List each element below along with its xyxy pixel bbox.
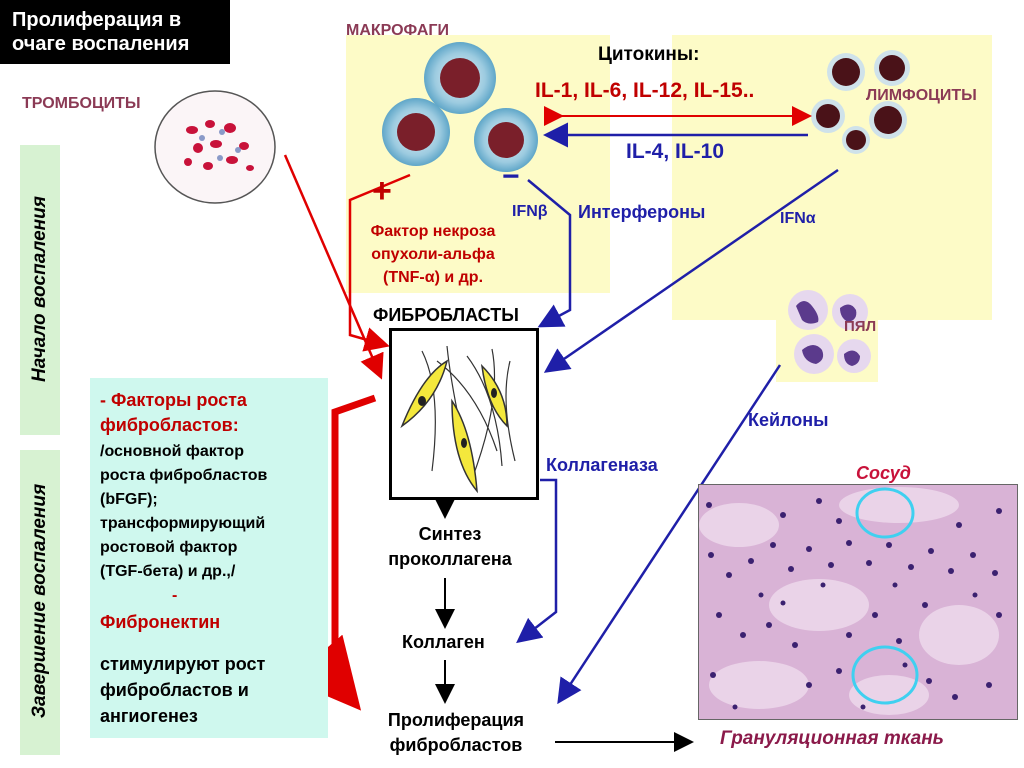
il-bottom-label: IL-4, IL-10: [626, 140, 725, 163]
growth-line-3: /основной фактор: [100, 443, 244, 460]
collagenase-arrow: [516, 478, 558, 644]
ifnb-label: IFNβ: [512, 203, 548, 220]
tnf-line-3: (TNF-α) и др.: [382, 269, 484, 286]
il-top-label: IL-1, IL-6, IL-12, IL-15..: [535, 79, 755, 102]
fibroblasts-box: [389, 328, 539, 500]
growth-line-13: ангиогенез: [100, 706, 198, 726]
pmn-label: ПЯЛ: [844, 318, 877, 335]
prolif-line-1: Пролиферация: [387, 710, 525, 730]
slide-title: Пролиферация в очаге воспаления: [0, 0, 230, 64]
ifna-label: IFNα: [780, 210, 816, 227]
collagenase-label: Коллагеназа: [546, 455, 658, 475]
ifnb-arrow: [527, 179, 572, 328]
minus-sign: −: [502, 160, 520, 193]
tnf-line-1: Фактор некроза: [370, 223, 496, 240]
end-sidebar: [20, 450, 60, 755]
vessel-circle-bottom: [851, 645, 919, 705]
macrophages-label: МАКРОФАГИ: [346, 22, 449, 39]
keylons-label: Кейлоны: [748, 410, 829, 430]
growth-line-4: роста фибробластов: [100, 467, 268, 484]
start-sidebar: [20, 145, 60, 435]
granulation-tissue-label: Грануляционная ткань: [720, 728, 944, 749]
title-line-2: очаге воспаления: [12, 33, 190, 55]
platelets-label: ТРОМБОЦИТЫ: [22, 95, 141, 112]
growth-line-1: - Факторы роста: [100, 390, 247, 410]
lymphocytes-image: [811, 50, 910, 154]
platelets-image: [154, 90, 276, 204]
cytokines-title: Цитокины:: [598, 44, 700, 65]
tissue-micrograph: [699, 485, 1017, 719]
growth-line-11: стимулируют рост: [100, 654, 266, 674]
growth-line-7: ростовой фактор: [100, 539, 238, 556]
growth-line-12: фибробластов и: [100, 680, 249, 700]
growth-factors-box: - Факторы роста фибробластов: /основной …: [90, 378, 328, 738]
tnf-line-2: опухоли-альфа: [371, 246, 495, 263]
tnf-label: Фактор некроза опухоли-альфа (TNF-α) и д…: [358, 220, 508, 289]
growth-line-5: (bFGF);: [100, 491, 158, 508]
ifna-arrow: [543, 168, 839, 373]
prolif-line-2: фибробластов: [389, 735, 523, 755]
lymphocytes-label: ЛИМФОЦИТЫ: [866, 87, 977, 104]
fibronectin-label: Фибронектин: [100, 612, 221, 632]
title-line-1: Пролиферация в: [12, 9, 182, 31]
fibroblast-proliferation-label: Пролиферация фибробластов: [356, 708, 556, 758]
growth-line-8: (TGF-бета) и др.,/: [100, 563, 236, 580]
synth-line-2: проколлагена: [388, 549, 512, 569]
plus-sign: +: [372, 172, 392, 210]
granulation-tissue-image: [698, 484, 1018, 720]
collagen-label: Коллаген: [402, 632, 485, 652]
growth-line-9: -: [172, 587, 178, 604]
fibroblasts-title: ФИБРОБЛАСТЫ: [373, 305, 519, 325]
tnf-arrow: [348, 173, 411, 352]
growth-red-arrow: [289, 394, 377, 711]
vessel-label: Сосуд: [856, 463, 911, 483]
macrophages-image: [382, 42, 538, 172]
fibroblasts-image: [400, 345, 516, 494]
pmn-image: [788, 290, 871, 374]
growth-line-2: фибробластов:: [100, 415, 239, 435]
keylons-arrow: [557, 364, 782, 705]
growth-line-6: трансформирующий: [100, 515, 266, 532]
interferons-label: Интерфероны: [578, 202, 706, 222]
procollagen-synthesis-label: Синтез проколлагена: [360, 522, 540, 572]
vessel-circle-top: [855, 487, 915, 539]
synth-line-1: Синтез: [418, 524, 482, 544]
